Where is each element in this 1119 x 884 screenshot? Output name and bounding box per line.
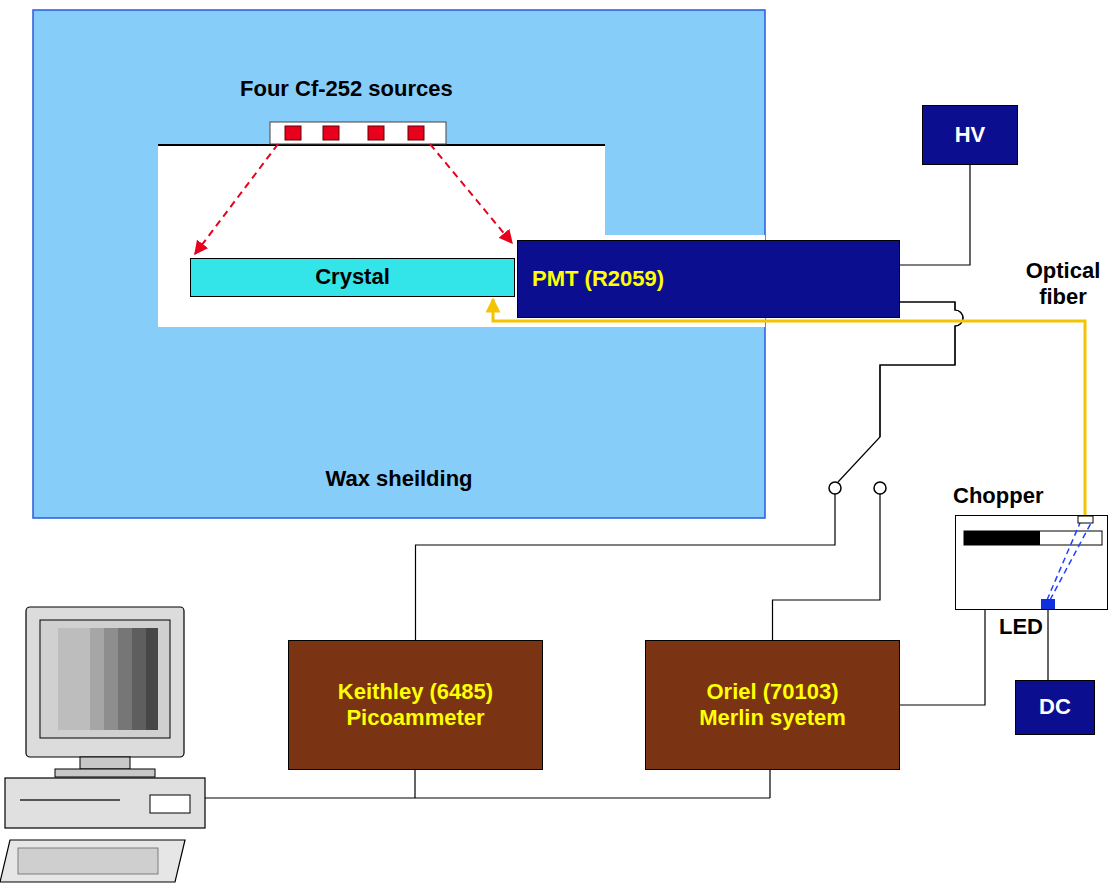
source bbox=[285, 126, 301, 140]
data-wire bbox=[185, 770, 770, 798]
node-text: HV bbox=[955, 122, 986, 148]
source bbox=[323, 126, 339, 140]
hv-box: HV bbox=[922, 105, 1018, 165]
dc-box: DC bbox=[1015, 680, 1095, 735]
picoammeter-box: Keithley (6485)Picoammeter bbox=[288, 640, 543, 770]
neutron-path bbox=[195, 144, 278, 254]
label: Four Cf-252 sources bbox=[240, 76, 453, 102]
optical-fiber bbox=[493, 299, 1085, 517]
source bbox=[408, 126, 424, 140]
node-text: Keithley (6485) bbox=[338, 679, 493, 705]
pmt-box: PMT (R2059) bbox=[517, 240, 900, 318]
node-text: Oriel (70103) bbox=[706, 679, 838, 705]
node-text: Crystal bbox=[315, 264, 390, 290]
node-text: Picoammeter bbox=[346, 705, 484, 731]
source-holder bbox=[270, 122, 446, 144]
wire bbox=[900, 610, 985, 705]
chopper-box: ChopperLED bbox=[955, 515, 1108, 610]
switch-contact bbox=[829, 482, 841, 494]
led-square: LED bbox=[1041, 599, 1055, 609]
node-text: DC bbox=[1039, 694, 1071, 720]
wire bbox=[900, 165, 970, 265]
crystal-box: Crystal bbox=[190, 258, 515, 297]
wire bbox=[416, 302, 964, 640]
switch-contact bbox=[874, 482, 886, 494]
node-text: Wax sheilding bbox=[33, 466, 765, 492]
node-text: Chopper bbox=[953, 483, 1043, 509]
wire bbox=[1047, 609, 1048, 680]
computer-icon bbox=[0, 607, 205, 882]
source bbox=[368, 126, 384, 140]
neutron-path bbox=[430, 144, 512, 243]
node-text: Merlin syetem bbox=[699, 705, 846, 731]
wire bbox=[773, 302, 964, 640]
label: Optical fiber bbox=[1013, 258, 1113, 311]
node-text: LED bbox=[999, 614, 1043, 640]
node-text: PMT (R2059) bbox=[532, 266, 664, 292]
chopper-inside bbox=[956, 516, 1106, 608]
merlin-box: Oriel (70103)Merlin syetem bbox=[645, 640, 900, 770]
